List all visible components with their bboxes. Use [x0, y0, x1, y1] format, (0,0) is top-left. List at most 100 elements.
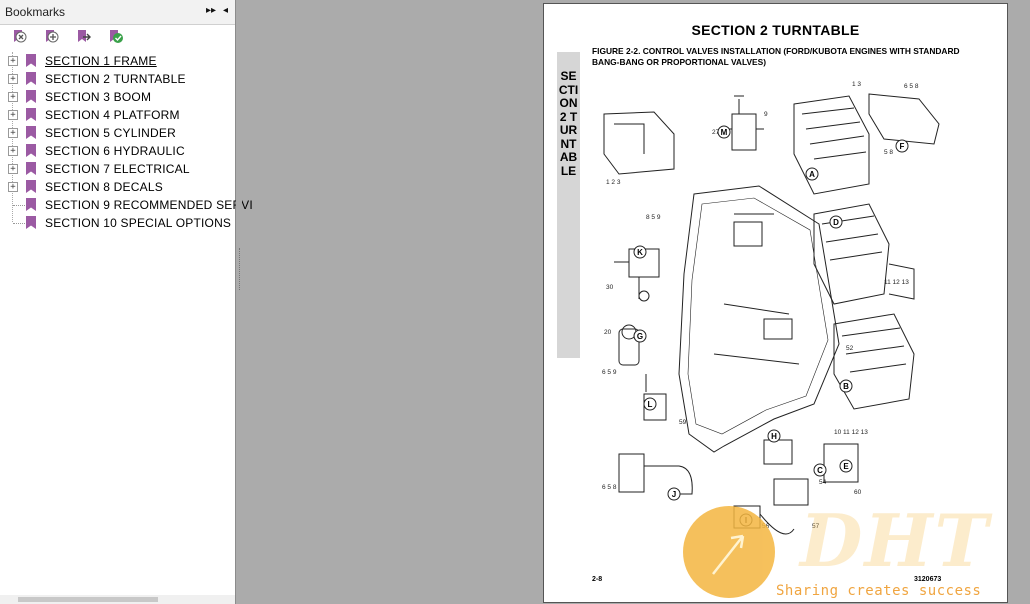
go-to-bookmark-icon[interactable] [75, 28, 93, 46]
svg-text:6 5 9: 6 5 9 [602, 369, 617, 376]
expand-toggle-icon[interactable]: + [8, 146, 18, 156]
svg-text:1 2 3: 1 2 3 [606, 179, 621, 186]
bookmark-item[interactable]: + SECTION 3 BOOM [0, 88, 235, 106]
callout-circle [805, 167, 819, 181]
bookmark-icon [26, 162, 36, 175]
bookmark-item[interactable]: SECTION 10 SPECIAL OPTIONS [0, 214, 235, 232]
svg-text:1 3: 1 3 [852, 81, 861, 88]
callout-circle [643, 397, 657, 411]
bookmark-item[interactable]: + SECTION 1 FRAME [0, 52, 235, 70]
callout-circle [813, 463, 827, 477]
bookmark-icon [26, 54, 36, 67]
cursor-pointer-icon [712, 534, 745, 575]
callout-circle [839, 379, 853, 393]
callout-circle [633, 245, 647, 259]
callout-circle [633, 329, 647, 343]
bookmark-label[interactable]: SECTION 1 FRAME [45, 54, 157, 68]
bookmark-label[interactable]: SECTION 2 TURNTABLE [45, 72, 186, 86]
scrollbar-thumb[interactable] [18, 597, 158, 602]
bookmark-icon [26, 90, 36, 103]
expand-toggle-icon[interactable]: + [8, 74, 18, 84]
svg-text:54: 54 [819, 479, 827, 486]
expand-toggle-icon[interactable]: + [8, 164, 18, 174]
svg-text:57: 57 [812, 523, 820, 530]
callout-letter: G [637, 332, 643, 341]
watermark-logo-circle [683, 506, 775, 598]
svg-text:6 5 8: 6 5 8 [602, 484, 617, 491]
svg-text:8 5 9: 8 5 9 [646, 214, 661, 221]
bookmark-label[interactable]: SECTION 5 CYLINDER [45, 126, 176, 140]
callout-letter: E [843, 462, 849, 471]
panel-header: Bookmarks ▸▸ ◂ [0, 0, 235, 25]
bookmark-icon [26, 144, 36, 157]
bookmark-item[interactable]: + SECTION 6 HYDRAULIC [0, 142, 235, 160]
callout-circle [895, 139, 909, 153]
svg-text:10 11 12 13: 10 11 12 13 [834, 429, 868, 436]
callout-letter: J [672, 490, 676, 499]
bookmark-label[interactable]: SECTION 6 HYDRAULIC [45, 144, 185, 158]
bookmarks-panel: Bookmarks ▸▸ ◂ + SECTION 1 FRAME + SECTION … [0, 0, 253, 604]
bookmark-item[interactable]: + SECTION 7 ELECTRICAL [0, 160, 235, 178]
svg-text:59: 59 [679, 419, 687, 426]
bookmark-label[interactable]: SECTION 8 DECALS [45, 180, 163, 194]
bookmarks-toolbar [0, 25, 235, 49]
callout-letter: C [817, 466, 823, 475]
bookmark-label[interactable]: SECTION 9 RECOMMENDED SERVI [45, 198, 253, 212]
bookmark-label[interactable]: SECTION 7 ELECTRICAL [45, 162, 190, 176]
callout-letter: B [843, 382, 849, 391]
side-title: SECTION 2 TURNTABLE [558, 69, 579, 178]
watermark-slogan: Sharing creates success [776, 583, 982, 599]
bookmark-tree: + SECTION 1 FRAME + SECTION 2 TURNTABLE + SEC… [0, 52, 253, 232]
bookmark-label[interactable]: SECTION 4 PLATFORM [45, 108, 180, 122]
panel-splitter[interactable] [236, 0, 242, 604]
panel-options-icon[interactable]: ▸▸ [206, 5, 217, 16]
expand-toggle-icon[interactable]: + [8, 92, 18, 102]
callout-letter: M [721, 128, 728, 137]
new-bookmark-icon[interactable] [43, 28, 61, 46]
bookmark-item[interactable]: SECTION 9 RECOMMENDED SERVI [0, 196, 253, 214]
splitter-grip[interactable] [239, 248, 241, 290]
callout-circle [717, 125, 731, 139]
bookmark-label[interactable]: SECTION 3 BOOM [45, 90, 152, 104]
svg-text:60: 60 [854, 489, 862, 496]
expand-toggle-icon[interactable]: + [8, 128, 18, 138]
callout-letter: L [648, 400, 653, 409]
bookmark-label[interactable]: SECTION 10 SPECIAL OPTIONS [45, 216, 232, 230]
svg-text:9: 9 [764, 111, 768, 118]
tree-connector-dots [13, 223, 25, 224]
bookmark-item[interactable]: + SECTION 5 CYLINDER [0, 124, 235, 142]
bookmark-item[interactable]: + SECTION 4 PLATFORM [0, 106, 235, 124]
horizontal-scrollbar[interactable] [0, 595, 235, 604]
svg-text:52: 52 [846, 345, 854, 352]
bookmark-properties-icon[interactable] [107, 28, 125, 46]
callout-letter: F [900, 142, 905, 151]
callout-circle [829, 215, 843, 229]
expand-toggle-icon[interactable]: + [8, 182, 18, 192]
bookmark-icon [26, 108, 36, 121]
svg-text:6 5 8: 6 5 8 [904, 83, 919, 90]
tree-connector-dots [13, 205, 25, 206]
svg-text:5 8: 5 8 [884, 149, 893, 156]
delete-bookmark-icon[interactable] [11, 28, 29, 46]
svg-text:30: 30 [606, 284, 614, 291]
document-page: SECTION 2 TURNTABLE SECTION 2 TURNTABLE … [543, 3, 1008, 603]
collapse-panel-icon[interactable]: ◂ [223, 5, 229, 16]
expand-toggle-icon[interactable]: + [8, 56, 18, 66]
side-title-band [557, 52, 580, 358]
bookmark-icon [26, 180, 36, 193]
bookmark-icon [26, 198, 36, 211]
callout-letter: D [833, 218, 839, 227]
callout-circle [667, 487, 681, 501]
bookmark-item[interactable]: + SECTION 2 TURNTABLE [0, 70, 235, 88]
bookmark-item[interactable]: + SECTION 8 DECALS [0, 178, 235, 196]
svg-text:27: 27 [712, 129, 720, 136]
callout-letter: A [809, 170, 815, 179]
expand-toggle-icon[interactable]: + [8, 110, 18, 120]
turntable-plate [678, 185, 840, 453]
bookmark-icon [26, 72, 36, 85]
document-number: 3120673 [914, 576, 942, 583]
svg-text:11 12 13: 11 12 13 [884, 279, 909, 286]
page-title: SECTION 2 TURNTABLE [691, 22, 860, 38]
callout-letter: H [771, 432, 777, 441]
